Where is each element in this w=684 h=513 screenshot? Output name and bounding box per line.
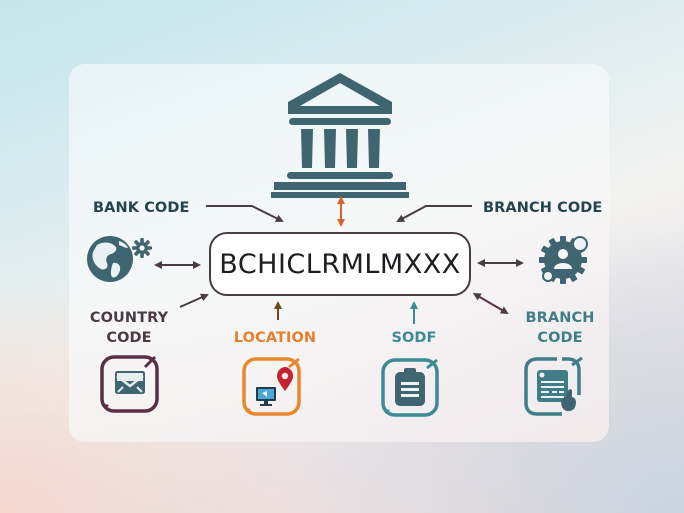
branch-code-top-label: BRANCH CODE xyxy=(483,200,603,216)
country-code-label-line1: COUNTRY xyxy=(89,310,169,326)
sodf-label: SODF xyxy=(391,330,437,346)
branch-code-arrow xyxy=(396,205,472,222)
bank-code-label: BANK CODE xyxy=(93,200,190,216)
branch-code-bottom-label-line1: BRANCH xyxy=(525,310,595,326)
bank-code-arrow xyxy=(206,205,284,222)
swift-code-box: BCHICLRMLMXXX xyxy=(209,232,471,296)
swift-code-text: BCHICLRMLMXXX xyxy=(219,248,461,280)
envelope-icon xyxy=(100,355,159,413)
document-hand-icon xyxy=(524,356,583,416)
location-label: LOCATION xyxy=(233,330,317,346)
country-code-label-line2: CODE xyxy=(106,330,152,346)
gear-user-icon xyxy=(539,236,588,284)
country-code-arrow xyxy=(179,293,209,308)
branch-code-bottom-label-line2: CODE xyxy=(537,330,583,346)
clipboard-icon xyxy=(381,358,439,417)
branch-code-double-arrow xyxy=(472,292,509,315)
monitor-map-pin-icon xyxy=(242,357,301,416)
bank-building-icon xyxy=(271,73,409,198)
globe-gear-icon xyxy=(87,236,152,282)
